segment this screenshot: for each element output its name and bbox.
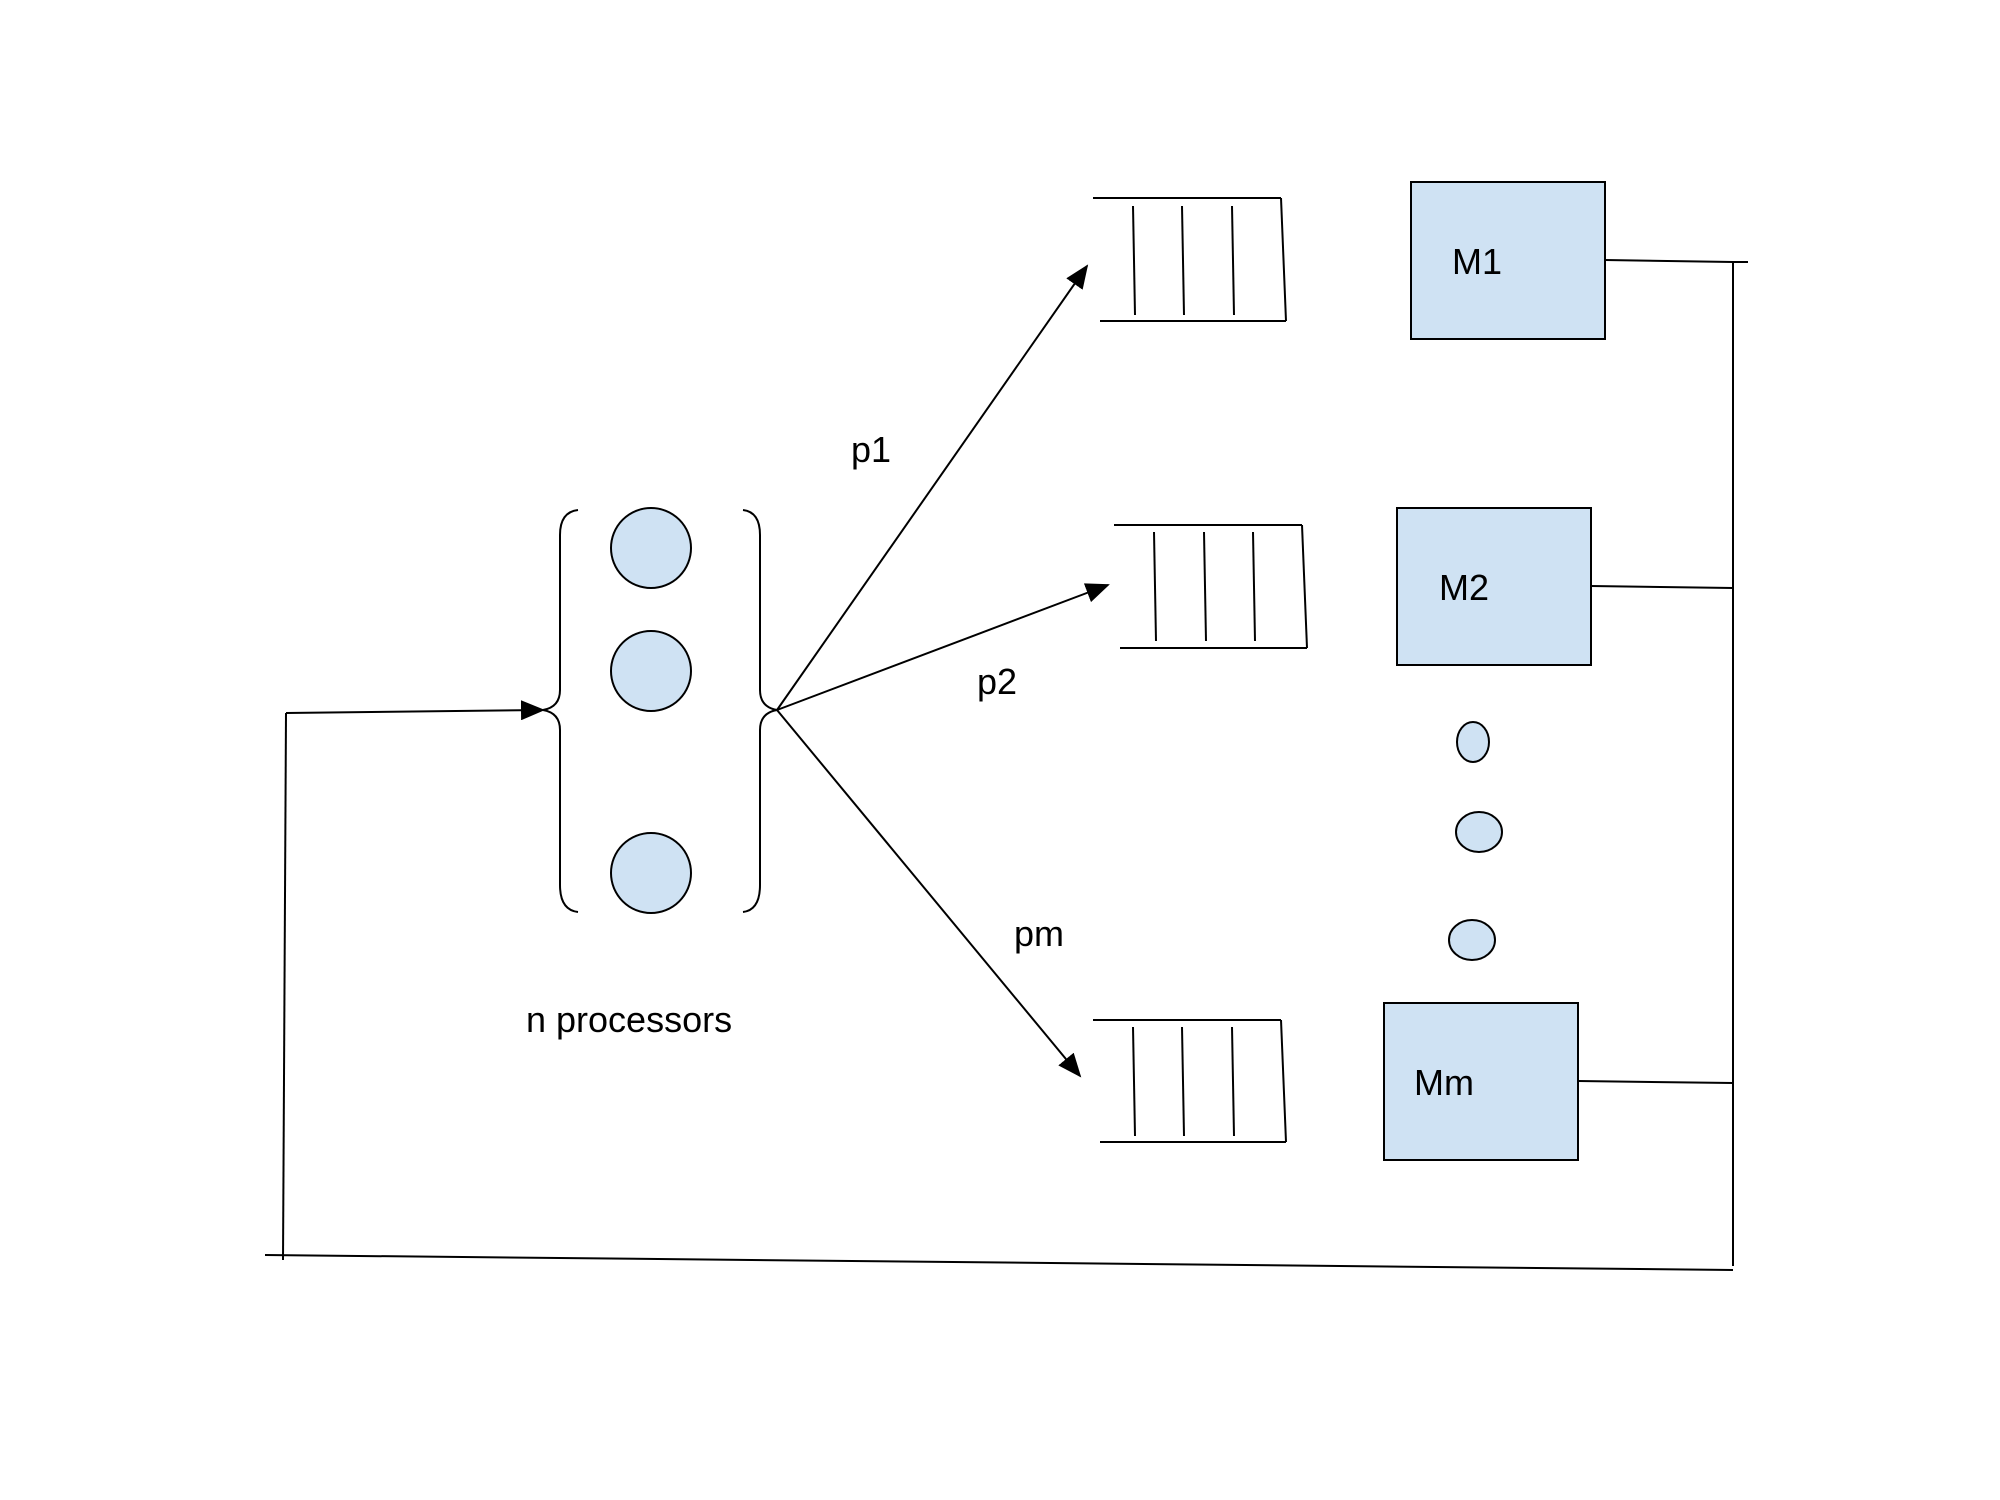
processor-circle bbox=[610, 630, 692, 712]
processor-circle bbox=[610, 832, 692, 914]
memory-box-m1 bbox=[1410, 181, 1606, 340]
probability-label-p1: p1 bbox=[851, 429, 891, 470]
right-brace bbox=[742, 509, 778, 913]
processors-label: n processors bbox=[526, 999, 732, 1040]
queue-2 bbox=[1114, 524, 1308, 649]
ellipsis-dot bbox=[1456, 721, 1490, 763]
ellipsis-dot bbox=[1448, 919, 1496, 961]
queue-1 bbox=[1093, 197, 1287, 322]
memory-box-m2 bbox=[1396, 507, 1592, 666]
memory-label-m1: M1 bbox=[1452, 241, 1502, 282]
memory-box-mm bbox=[1383, 1002, 1579, 1161]
route-arrow-pm bbox=[776, 709, 1082, 1078]
memory-output-line bbox=[1590, 585, 1734, 589]
processor-circle bbox=[610, 507, 692, 589]
probability-label-pm: pm bbox=[1014, 913, 1064, 954]
probability-label-p2: p2 bbox=[977, 661, 1017, 702]
route-arrow-p1 bbox=[776, 264, 1089, 711]
memory-output-line bbox=[1577, 1080, 1734, 1084]
memory-label-mm: Mm bbox=[1414, 1062, 1474, 1103]
ellipsis-dot bbox=[1455, 811, 1503, 853]
left-brace bbox=[542, 509, 579, 913]
route-arrow-p2 bbox=[776, 583, 1110, 711]
memory-output-line bbox=[1604, 259, 1734, 263]
feedback-loop bbox=[264, 261, 1748, 1271]
memory-label-m2: M2 bbox=[1439, 567, 1489, 608]
queue-m bbox=[1093, 1019, 1287, 1143]
